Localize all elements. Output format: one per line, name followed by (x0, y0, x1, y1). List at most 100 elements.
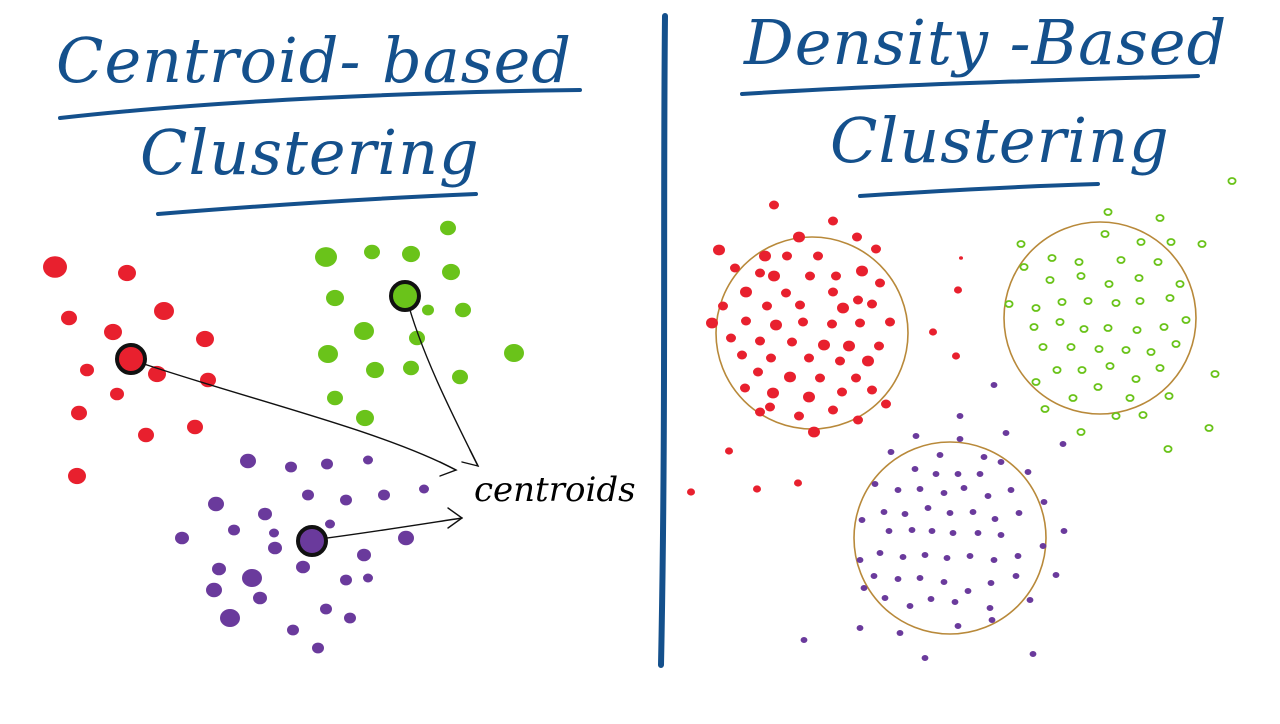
purple-point (956, 435, 964, 443)
purple-point (969, 508, 977, 516)
green-point (1052, 366, 1062, 374)
red-point (818, 339, 830, 351)
green-point (1165, 294, 1175, 302)
green-point (1116, 256, 1126, 264)
centroid-points (43, 220, 524, 654)
purple-point (880, 508, 888, 516)
green-point (402, 245, 420, 263)
green-point (1164, 392, 1174, 400)
red-point (766, 353, 776, 363)
red-point (770, 319, 782, 331)
purple-point (302, 489, 314, 501)
purple-point (956, 412, 964, 420)
purple-point (320, 603, 332, 615)
purple-point (997, 531, 1005, 539)
green-point (504, 344, 524, 362)
purple-point (990, 556, 998, 564)
purple-point (921, 551, 929, 559)
red-point (43, 256, 67, 278)
green-point (1125, 394, 1135, 402)
purple-point (856, 624, 864, 632)
purple-point (1040, 498, 1048, 506)
purple-point (876, 549, 884, 557)
green-point (1105, 362, 1115, 370)
green-point (364, 244, 380, 260)
arrowhead-red (439, 461, 458, 477)
purple-point (800, 636, 808, 644)
red-point (867, 299, 877, 309)
purple-point (378, 489, 390, 501)
green-point (1047, 254, 1057, 262)
red-noise-point (753, 485, 761, 493)
green-point (1066, 343, 1076, 351)
red-point (853, 295, 863, 305)
red-point (781, 288, 791, 298)
red-point (61, 310, 77, 326)
green-point (1068, 394, 1078, 402)
purple-point (966, 552, 974, 560)
purple-point (921, 654, 929, 662)
red-point (804, 353, 814, 363)
right-title-underline-1 (740, 74, 1200, 96)
purple-point (208, 496, 224, 512)
left-title-line2: Clustering (140, 116, 480, 189)
green-point (1076, 272, 1086, 280)
red-noise-point (794, 479, 802, 487)
red-point (755, 268, 765, 278)
purple-point (946, 509, 954, 517)
red-point (765, 402, 775, 412)
purple-point (899, 553, 907, 561)
red-noise-point (954, 286, 962, 294)
red-point (852, 232, 862, 242)
green-point (422, 304, 434, 316)
red-point (782, 251, 792, 261)
red-point (827, 319, 837, 329)
purple-point (242, 569, 262, 587)
green-point (366, 361, 384, 379)
green-point (1171, 340, 1181, 348)
left-title-line1: Centroid- based (56, 24, 572, 97)
red-point (798, 317, 808, 327)
red-point (768, 270, 780, 282)
red-point (803, 391, 815, 403)
purple-point (976, 470, 984, 478)
purple-point (1039, 542, 1047, 550)
green-point (1204, 424, 1214, 432)
red-point (154, 302, 174, 320)
purple-point (954, 470, 962, 478)
red-point (187, 419, 203, 435)
red-point (867, 385, 877, 395)
purple-point (936, 451, 944, 459)
green-point (1111, 299, 1121, 307)
purple-point (340, 574, 352, 586)
purple-point (954, 622, 962, 630)
purple-point (398, 530, 414, 546)
purple-point (325, 519, 335, 529)
purple-point (870, 572, 878, 580)
red-point (200, 372, 216, 388)
centroids-label: centroids (474, 470, 636, 510)
green-point (1045, 276, 1055, 284)
red-point (793, 231, 805, 243)
purple-point (1026, 596, 1034, 604)
green-point (1146, 348, 1156, 356)
green-point (403, 360, 419, 376)
purple-point (212, 562, 226, 576)
purple-point (960, 484, 968, 492)
purple-point (1014, 552, 1022, 560)
left-title-underline-1 (58, 88, 582, 120)
purple-point (344, 612, 356, 624)
green-point (1103, 324, 1113, 332)
purple-point (986, 604, 994, 612)
green-point (1210, 370, 1220, 378)
red-point (843, 340, 855, 352)
red-point (71, 405, 87, 421)
green-point (1121, 346, 1131, 354)
purple-point (240, 453, 256, 469)
green-point (1175, 280, 1185, 288)
purple-point (363, 455, 373, 465)
purple-point (988, 616, 996, 624)
purple-point (906, 602, 914, 610)
purple-point (964, 587, 972, 595)
green-point (1016, 240, 1026, 248)
